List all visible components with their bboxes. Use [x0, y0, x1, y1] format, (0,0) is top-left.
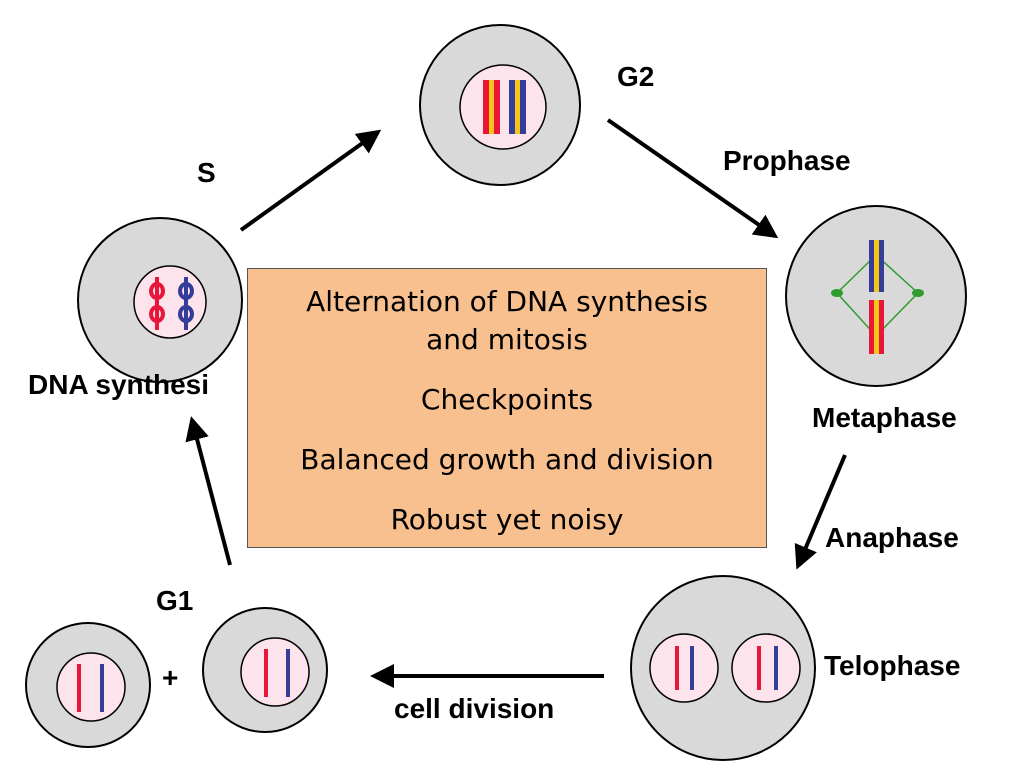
g2-phase-cell: [419, 24, 581, 186]
label-prophase: Prophase: [723, 145, 851, 176]
label-s: S: [197, 157, 216, 188]
arrow-metaphase-to-telophase: [794, 454, 847, 570]
label-plus: +: [162, 662, 179, 693]
infobox-line-1: Alternation of DNA synthesis: [306, 285, 708, 318]
telophase-cell: [630, 575, 816, 761]
replicating-chromosome-blue: [178, 277, 194, 330]
spindle-pole-right: [912, 289, 924, 297]
infobox-line-3: Checkpoints: [420, 383, 594, 416]
label-g1: G1: [156, 585, 194, 616]
spindle-pole-left: [831, 289, 843, 297]
infobox-line-5: Robust yet noisy: [390, 503, 624, 536]
duplicated-chromosome-red: [483, 80, 500, 134]
arrow-g2-to-metaphase: [606, 118, 779, 239]
infobox-line-2: and mitosis: [426, 323, 588, 356]
label-dna-synthesis: DNA synthesi: [28, 369, 210, 400]
cycle-arrows: [185, 118, 847, 688]
infobox-line-4: Balanced growth and division: [300, 443, 714, 476]
metaphase-cell: [785, 205, 967, 387]
label-cell-division: cell division: [394, 693, 555, 724]
g1-daughter-cell-right: [202, 607, 328, 733]
label-anaphase: Anaphase: [825, 522, 959, 553]
duplicated-chromosome-blue: [509, 80, 526, 134]
g1-daughter-cell-left: [25, 622, 151, 748]
arrow-g1-to-s: [185, 416, 232, 566]
replicating-chromosome-red: [149, 277, 165, 330]
aligned-chromosome-red: [869, 300, 884, 354]
label-g2: G2: [617, 61, 655, 92]
s-phase-cell: [77, 217, 243, 383]
cell-cycle-features-box: Alternation of DNA synthesis and mitosis…: [247, 268, 767, 548]
label-telophase: Telophase: [824, 650, 961, 681]
daughter-nucleus-right: [731, 633, 801, 703]
arrow-s-to-g2: [239, 129, 382, 232]
label-metaphase: Metaphase: [812, 402, 957, 433]
aligned-chromosome-blue: [869, 240, 884, 292]
daughter-nucleus-left: [649, 633, 719, 703]
